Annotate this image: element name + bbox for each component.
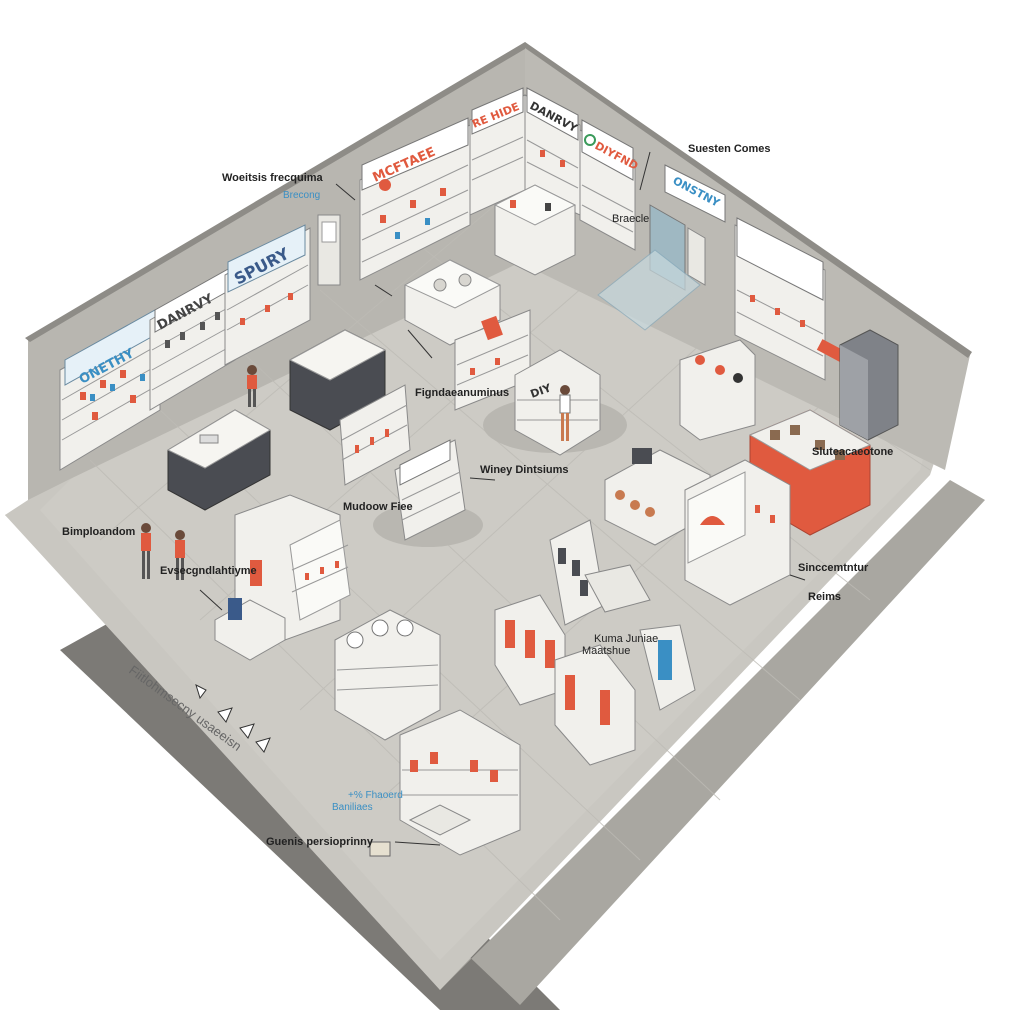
callout-top-right: Suesten Comes — [688, 143, 771, 155]
right-displays — [604, 339, 872, 606]
shopper-3 — [559, 385, 571, 441]
callout-bottom-center-1: Kuma Juniae — [594, 633, 658, 645]
shopper-2 — [175, 530, 185, 580]
callout-right-3: Reims — [808, 591, 841, 603]
callout-right-1: Sluteacaeotone — [812, 446, 893, 458]
callout-center-1: Figndaeanuminus — [415, 387, 509, 399]
left-wall-top-edge — [25, 42, 530, 342]
callout-bottom-blue-2: Baniliaes — [332, 802, 373, 813]
front-left-displays — [214, 494, 441, 741]
callout-center-3: Mudoow Fiee — [343, 501, 413, 513]
callout-top-left-1: Woeitsis frecquima — [222, 172, 324, 184]
callout-bottom-1: Guenis persioprinny — [266, 836, 374, 848]
path-markers — [195, 684, 271, 753]
back-wall-shelving — [359, 87, 636, 281]
callout-bottom-blue-1: +% Fhaoerd — [348, 790, 403, 801]
callout-left-2: Evsecgndlahtiyme — [160, 565, 257, 577]
callout-center-2: Winey Dintsiums — [480, 464, 569, 476]
center-bottom-displays — [369, 519, 696, 857]
shoppers — [141, 365, 571, 580]
callout-back-center: Braecle — [612, 213, 649, 225]
center-displays — [166, 184, 627, 547]
callout-left-1: Bimploandom — [62, 526, 136, 538]
callout-leaders — [199, 151, 806, 846]
callout-top-left-2: Brecong — [283, 190, 320, 201]
callout-right-2: Sinccemtntur — [798, 562, 869, 574]
left-wall-shelving — [59, 214, 341, 471]
shopper-1 — [141, 523, 151, 579]
glass-entry-panel — [597, 249, 701, 331]
shopper-4 — [247, 365, 257, 407]
callout-bottom-center-2: Maatshue — [582, 645, 630, 657]
right-wall-top-edge — [525, 42, 972, 358]
